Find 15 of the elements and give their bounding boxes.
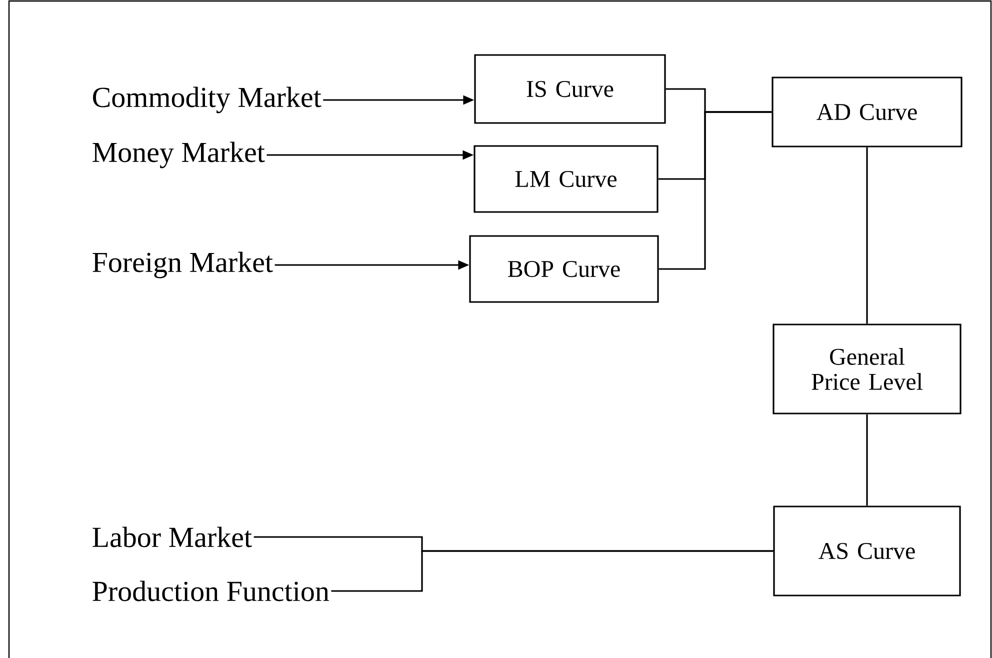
curve-box: BOP Curve — [469, 235, 659, 303]
market-label: Production Function — [92, 580, 330, 602]
connector-line — [866, 414, 868, 506]
curve-box: General Price Level — [772, 324, 962, 414]
bracket-connector — [658, 111, 772, 270]
market-label: Money Market — [92, 142, 265, 168]
curve-box: AS Curve — [773, 506, 961, 596]
bracket-connector — [331, 550, 774, 592]
curve-box: IS Curve — [474, 54, 666, 124]
connector-line — [866, 147, 868, 324]
market-label: Commodity Market — [93, 86, 322, 114]
curve-box: LM Curve — [474, 145, 658, 213]
market-label: Labor Market — [92, 526, 252, 548]
market-label: Foreign Market — [92, 252, 273, 278]
curve-box: AD Curve — [772, 76, 962, 148]
